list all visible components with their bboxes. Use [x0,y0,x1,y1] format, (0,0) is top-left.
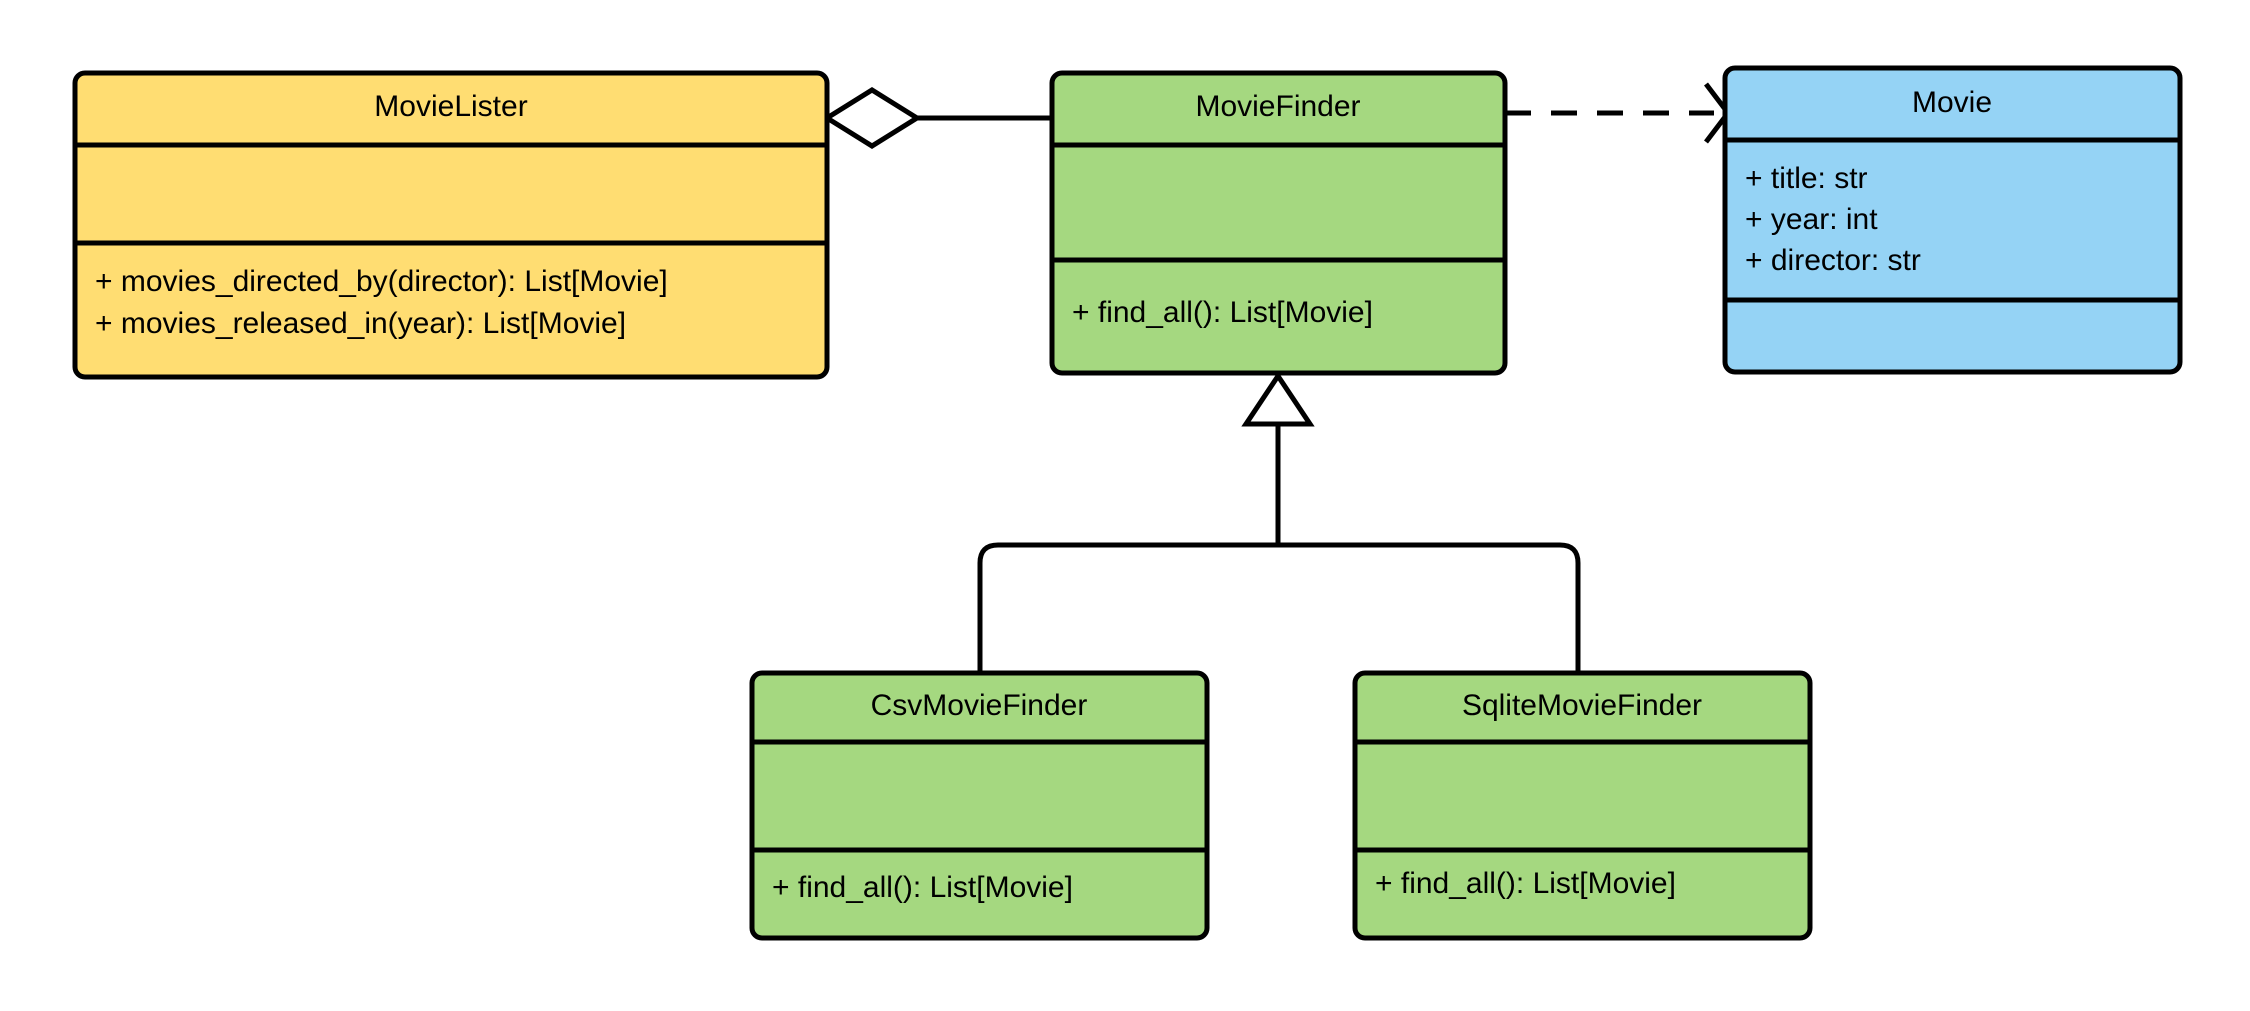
hollow-diamond-icon [822,87,922,149]
class-box-csv-movie-finder[interactable]: CsvMovieFinder + find_all(): List[Movie] [749,670,1210,941]
class-method-label: + find_all(): List[Movie] [1375,867,1676,900]
relationship-layer [822,82,1732,673]
class-box-body [1352,670,1813,941]
relationship-dependency[interactable] [1505,82,1732,144]
class-name-label: CsvMovieFinder [871,689,1088,722]
class-method-label: + movies_directed_by(director): List[Mov… [95,265,668,298]
generalization-branch [977,542,1581,673]
class-name-label: SqliteMovieFinder [1462,689,1702,722]
class-box-movie-lister[interactable]: MovieLister + movies_directed_by(directo… [72,70,830,380]
class-name-label: MovieFinder [1195,90,1360,123]
class-attribute-label: + director: str [1745,244,1921,277]
class-box-body [1722,65,2183,375]
class-box-sqlite-movie-finder[interactable]: SqliteMovieFinder + find_all(): List[Mov… [1352,670,1813,941]
class-name-label: MovieLister [374,90,527,123]
class-box-body [749,670,1210,941]
class-attribute-label: + title: str [1745,162,1868,195]
hollow-triangle-icon [1241,371,1315,427]
class-box-body [72,70,830,380]
class-box-movie[interactable]: Movie + title: str + year: int + directo… [1722,65,2183,375]
relationship-generalization[interactable] [977,371,1581,673]
class-method-label: + find_all(): List[Movie] [772,871,1073,904]
relationship-aggregation[interactable] [822,87,1052,149]
class-box-body [1049,70,1508,376]
class-name-label: Movie [1912,86,1992,119]
class-method-label: + find_all(): List[Movie] [1072,296,1373,329]
class-attribute-label: + year: int [1745,203,1878,236]
class-box-movie-finder[interactable]: MovieFinder + find_all(): List[Movie] [1049,70,1508,376]
class-method-label: + movies_released_in(year): List[Movie] [95,307,626,340]
